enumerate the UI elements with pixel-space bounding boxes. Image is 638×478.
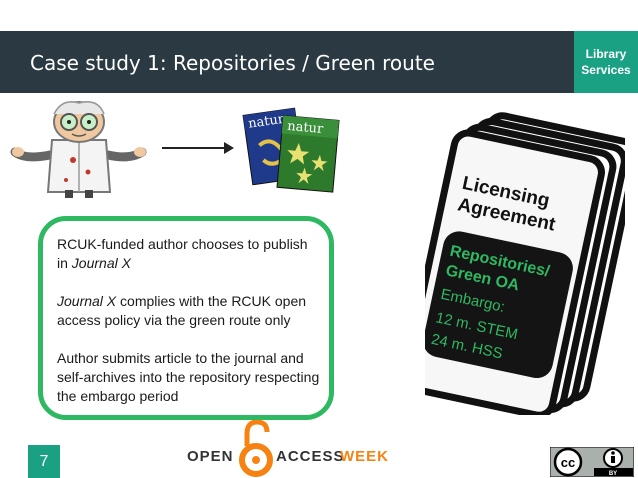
journal-back-title: natur: [247, 112, 285, 132]
logo-line-library: Library: [585, 47, 627, 61]
arrow-icon: [162, 142, 234, 154]
open-access-week-logo: OPEN ACCESS WEEK: [183, 420, 388, 478]
journal-name-1: Journal X: [71, 255, 131, 271]
oaw-access-text: ACCESS: [276, 448, 345, 465]
case-study-description: RCUK-funded author chooses to publish in…: [38, 216, 334, 420]
cc-label: cc: [561, 455, 575, 470]
paragraph-journal-text: complies with the RCUK open access polic…: [57, 293, 307, 328]
by-label: BY: [609, 471, 617, 477]
library-services-logo: Library Services: [574, 31, 638, 93]
journal-covers-icon: natur natur: [242, 107, 340, 193]
journal-name-2: Journal X: [57, 293, 117, 309]
journal-front-title: natur: [287, 119, 325, 137]
title-bar: Case study 1: Repositories / Green route…: [0, 31, 638, 93]
paragraph-author: RCUK-funded author chooses to publish in…: [57, 235, 321, 273]
oaw-open-text: OPEN: [187, 448, 234, 465]
paragraph-submission: Author submits article to the journal an…: [57, 350, 320, 404]
page-number: 7: [28, 445, 60, 478]
paragraph-author-text: RCUK-funded author chooses to publish in: [57, 236, 308, 271]
scientist-author-icon: [10, 101, 147, 198]
open-access-lock-icon: [239, 420, 273, 477]
cc-by-license-badge: cc BY: [550, 447, 634, 477]
logo-line-services: Services: [581, 63, 631, 77]
oaw-week-text: WEEK: [340, 448, 389, 465]
paragraph-journal: Journal X complies with the RCUK open ac…: [57, 292, 321, 330]
slide-title: Case study 1: Repositories / Green route: [30, 51, 435, 75]
licensing-agreement-booklet: Licensing Agreement Repositories/ Green …: [425, 112, 625, 415]
